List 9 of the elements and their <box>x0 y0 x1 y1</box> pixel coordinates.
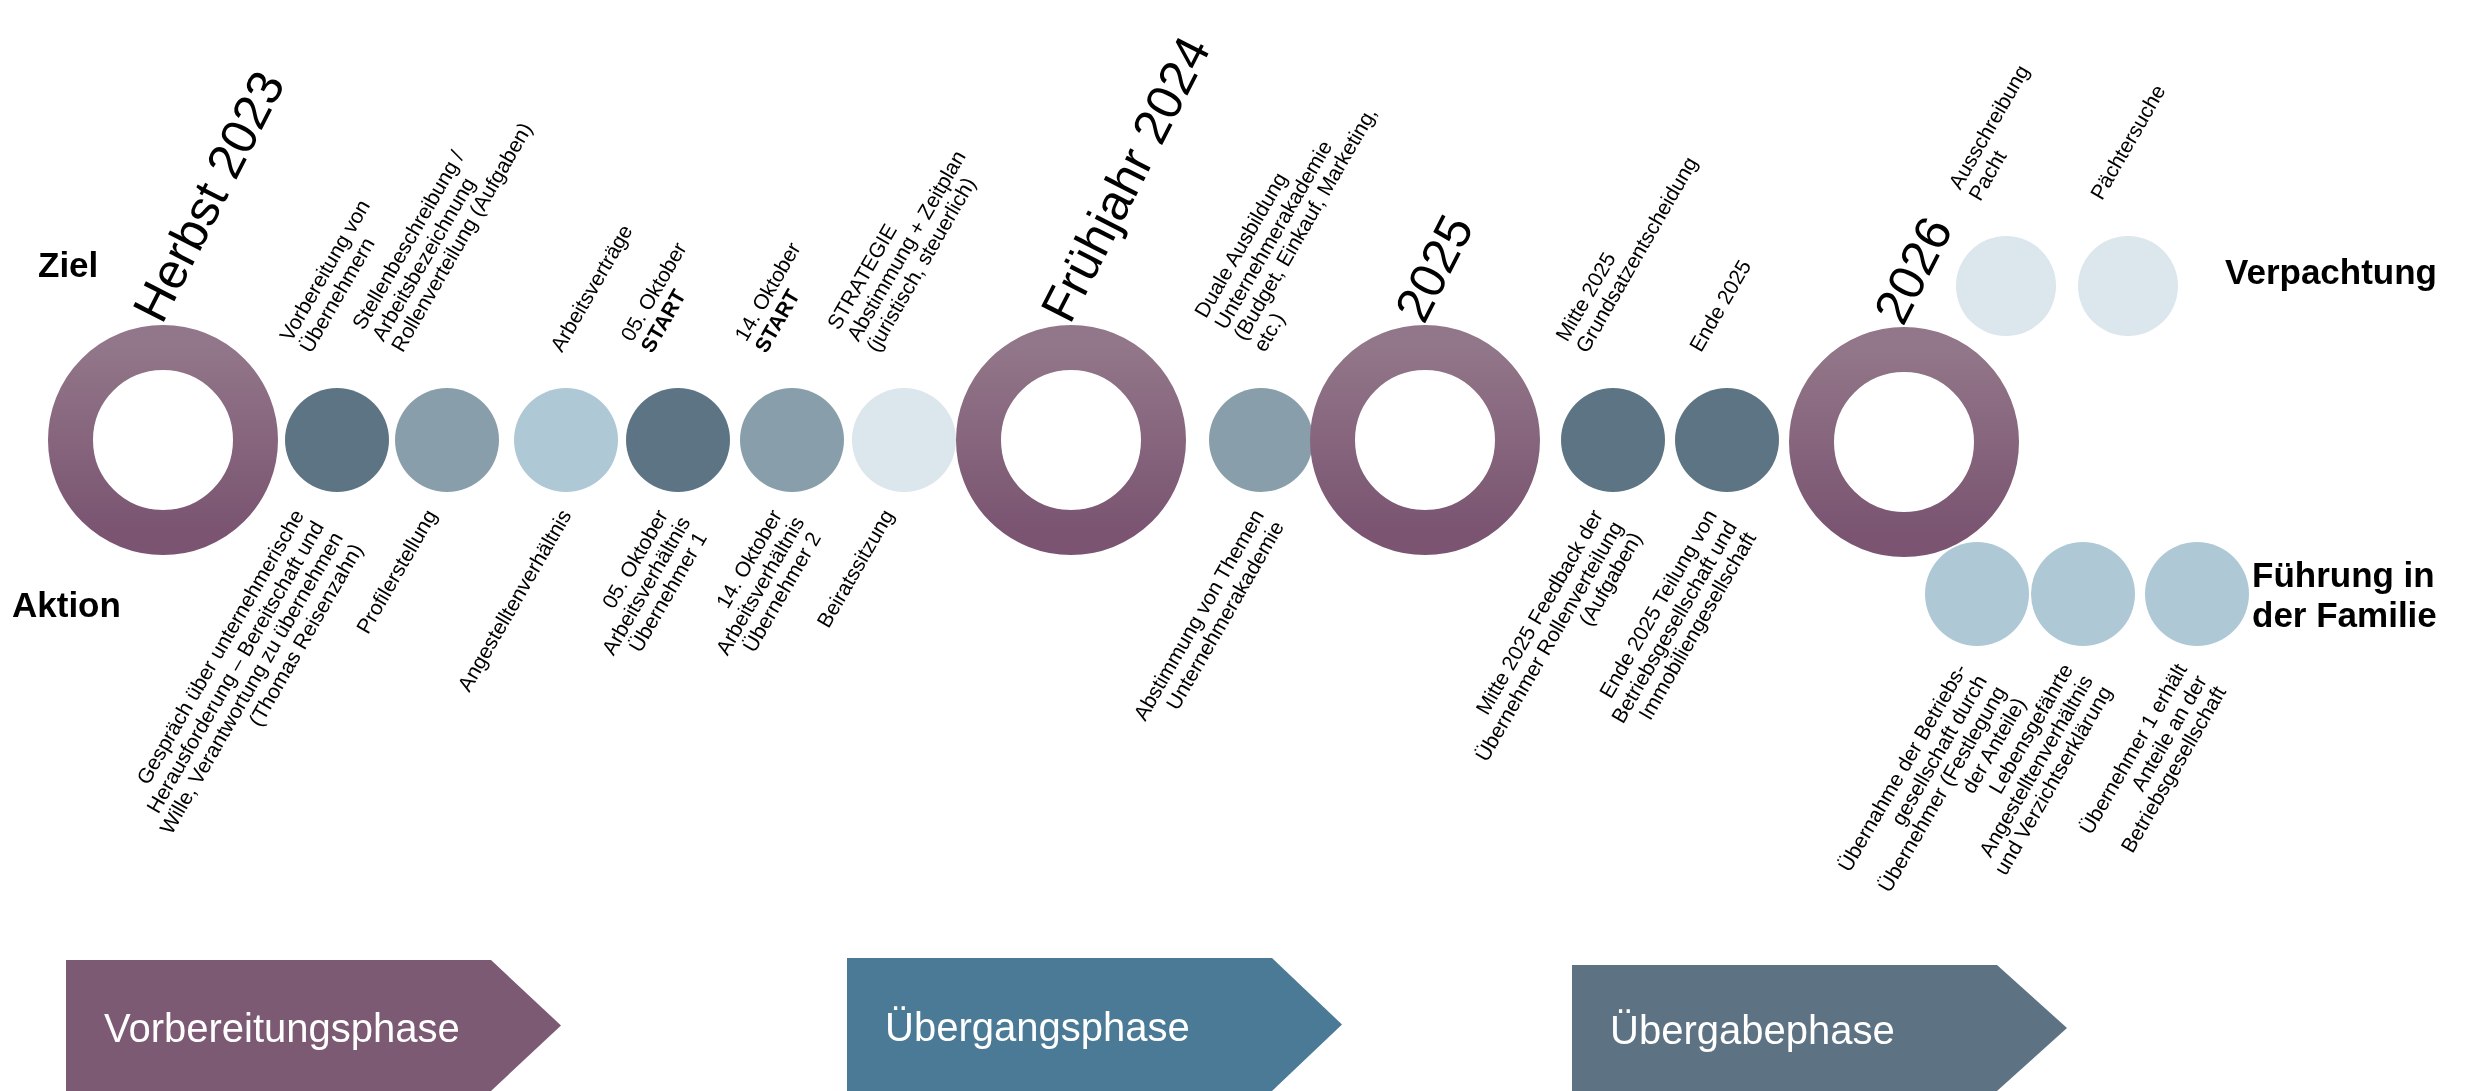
year-heading: 2026 <box>1863 208 1963 332</box>
row-label: Aktion <box>12 585 121 626</box>
row-label: Verpachtung <box>2225 252 2437 293</box>
row-label: Führung in der Familie <box>2252 555 2438 636</box>
phase-label: Vorbereitungsphase <box>104 1005 460 1051</box>
phase-label: Übergangsphase <box>885 1004 1190 1050</box>
phase-label: Übergabephase <box>1610 1008 1895 1053</box>
year-heading: 2025 <box>1384 206 1484 330</box>
row-label: Ziel <box>38 245 99 286</box>
